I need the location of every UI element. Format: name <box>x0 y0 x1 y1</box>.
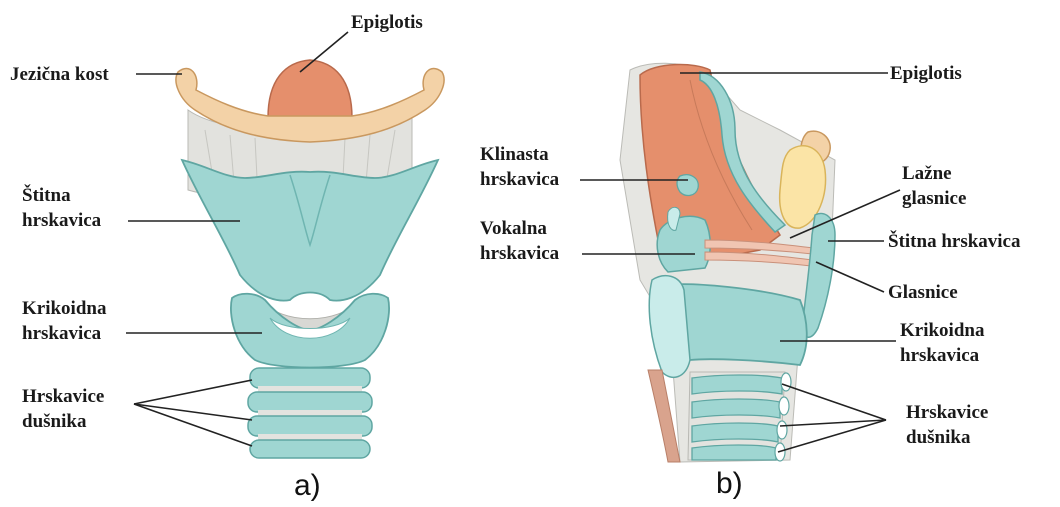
label-klinasta-hrskavica: Klinasta hrskavica <box>480 142 559 192</box>
leader-hrskavice-a-2 <box>134 404 252 420</box>
label-epiglotis-a: Epiglotis <box>351 10 423 35</box>
leader-hrskavice-a-1 <box>134 380 252 404</box>
caption-a: a) <box>294 470 321 502</box>
label-text: Lažne <box>902 161 966 186</box>
label-text: dušnika <box>22 409 104 434</box>
label-jezicna-kost: Jezična kost <box>10 62 109 87</box>
label-hrskavice-dusnika-a: Hrskavice dušnika <box>22 384 104 434</box>
label-glasnice: Glasnice <box>888 280 958 305</box>
label-text: Krikoidna <box>22 296 106 321</box>
cricoid-lamina <box>649 276 690 378</box>
label-epiglotis-b: Epiglotis <box>890 61 962 86</box>
label-vokalna-hrskavica: Vokalna hrskavica <box>480 216 559 266</box>
epiglottis-front <box>268 60 352 118</box>
panel-b-side-view <box>620 63 835 462</box>
label-hrskavice-dusnika-b: Hrskavice dušnika <box>906 400 988 450</box>
panel-a-front-view <box>176 60 444 458</box>
label-text: hrskavica <box>22 208 101 233</box>
label-text: hrskavica <box>22 321 106 346</box>
label-krikoidna-hrskavica-b: Krikoidna hrskavica <box>900 318 984 368</box>
label-stitna-hrskavica-b: Štitna hrskavica <box>888 229 1021 254</box>
label-text: Krikoidna <box>900 318 984 343</box>
label-text: hrskavica <box>480 167 559 192</box>
label-text: Hrskavice <box>22 384 104 409</box>
arytenoid-cartilage <box>657 216 710 272</box>
label-text: hrskavica <box>480 241 559 266</box>
label-text: glasnice <box>902 186 966 211</box>
label-text: Štitna <box>22 183 101 208</box>
label-text: hrskavica <box>900 343 984 368</box>
caption-b: b) <box>716 468 743 500</box>
thyroid-cartilage <box>182 160 438 301</box>
label-krikoidna-hrskavica-a: Krikoidna hrskavica <box>22 296 106 346</box>
label-text: Hrskavice <box>906 400 988 425</box>
label-text: Vokalna <box>480 216 559 241</box>
leader-hrskavice-b-1 <box>782 384 886 420</box>
leader-hrskavice-a-3 <box>134 404 252 446</box>
cuneiform-cartilage <box>677 175 698 196</box>
label-text: dušnika <box>906 425 988 450</box>
label-stitna-hrskavica-a: Štitna hrskavica <box>22 183 101 233</box>
label-lazne-glasnice: Lažne glasnice <box>902 161 966 211</box>
tracheal-rings-front <box>248 368 372 458</box>
tracheal-rings-side <box>688 372 791 461</box>
label-text: Klinasta <box>480 142 559 167</box>
